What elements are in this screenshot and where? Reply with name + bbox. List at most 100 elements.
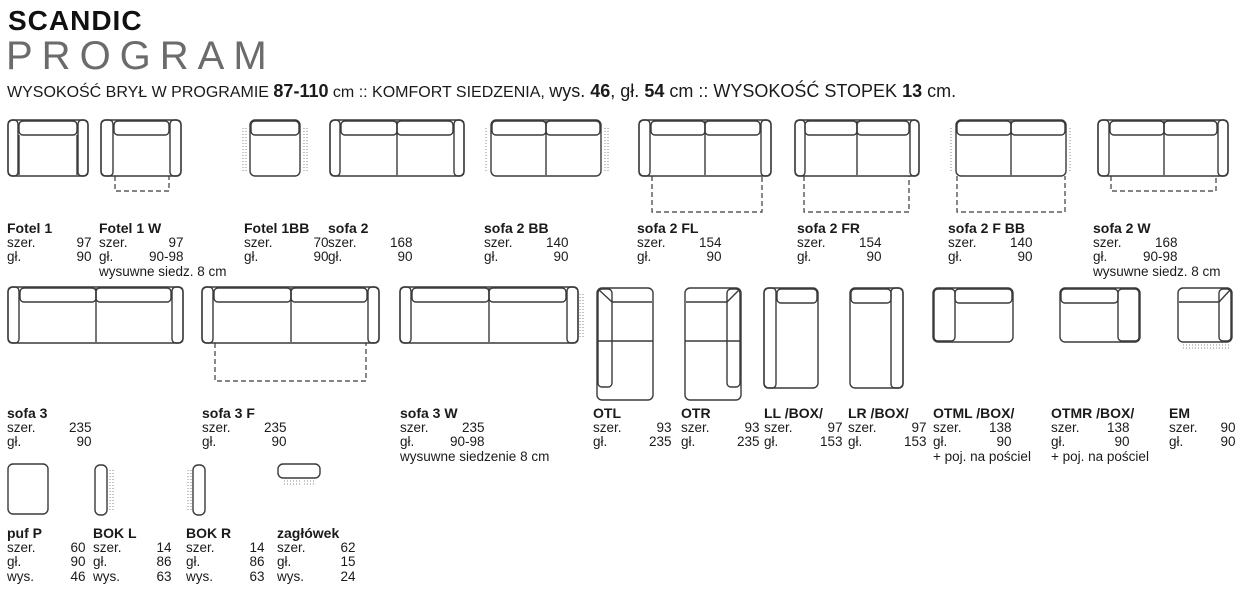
dimension-label: szer. [797,234,826,250]
dimension-label: szer. [1051,419,1080,435]
dimension-label: szer. [7,419,36,435]
sofa-2fbb-drawing [950,119,1071,213]
module-name: OTR [681,405,711,421]
dimension-label: szer. [933,419,962,435]
specs-seat-depth: 54 [644,81,665,101]
module-name: sofa 2 [328,220,369,236]
sofa-2fl-drawing [638,119,772,213]
sofa-3-drawing [7,286,184,344]
fotel-1-drawing [7,119,89,177]
dimension-value: 90 [996,434,1012,449]
dimension-value: 140 [1009,234,1033,250]
otml-box-drawing [932,287,1014,343]
dimension-label: gł. [202,434,217,449]
dimension-value: 90 [866,249,882,264]
dimension-label: gł. [637,249,652,264]
dimension-label: gł. [593,434,608,449]
module-name: OTMR /BOX/ [1051,405,1135,421]
dimension-value: 235 [736,434,760,449]
dimension-label: szer. [93,539,122,555]
dimension-value: 24 [340,568,356,584]
dimension-value: 235 [461,419,485,435]
dimension-label: gł. [244,249,259,264]
dimension-label: gł. [400,434,415,449]
dimension-label: szer. [244,234,273,250]
dimension-value: 90 [397,249,413,264]
specs-seat-height: 46 [590,81,611,101]
otmr-box-drawing [1059,287,1141,343]
dimension-value: 154 [698,234,722,250]
module-name: Fotel 1BB [244,220,310,236]
dimension-value: 90 [1220,434,1236,449]
module-note: wysuwne siedz. 8 cm [99,263,227,279]
dimension-label: gł. [93,554,108,569]
module-name: LR /BOX/ [848,405,909,421]
dimension-value: 46 [70,568,86,584]
dimension-value: 235 [68,419,92,435]
dimension-value: 93 [744,419,760,435]
module-name: Fotel 1 [7,220,53,236]
dimension-value: 90 [706,249,722,264]
dimension-label: gł. [99,249,114,264]
dimension-value: 93 [656,419,672,435]
dimension-label: gł. [277,554,292,569]
module-name: sofa 2 FR [797,220,861,236]
dimension-label: szer. [484,234,513,250]
dimension-label: gł. [848,434,863,449]
sofa-2bb-drawing [485,119,609,177]
module-note: + poj. na pościel [933,448,1031,464]
dimension-label: wys. [93,568,120,584]
module-name: sofa 3 W [400,405,458,421]
specs-text-4: , gł. [610,81,645,101]
dimension-value: 97 [76,234,92,250]
puf-p-drawing [7,463,49,515]
dimension-value: 90 [313,249,329,264]
dimension-value: 235 [648,434,672,449]
dimension-label: szer. [1093,234,1122,250]
module-name: sofa 2 BB [484,220,549,236]
dimension-label: gł. [484,249,499,264]
dimension-label: gł. [764,434,779,449]
dimension-label: wys. [277,568,304,584]
specs-text-6: cm. [922,81,957,101]
dimension-label: gł. [681,434,696,449]
dimension-value: 168 [389,234,413,250]
dimension-label: szer. [637,234,666,250]
specs-text-2: cm :: KOMFORT SIEDZENIA, [328,84,550,101]
dimension-value: 90 [76,434,92,449]
dimension-label: szer. [681,419,710,435]
sofa-2fr-drawing [794,119,920,213]
dimension-value: 154 [858,234,882,250]
dimension-value: 60 [70,539,86,555]
specs-feet-height: 13 [902,81,923,101]
module-name: BOK R [186,525,232,541]
bok-l-drawing [94,464,114,516]
dimension-value: 90 [70,554,86,569]
module-dimensions: szer. 93 gł. 235 [681,419,760,450]
module-note: + poj. na pościel [1051,448,1149,464]
dimension-value: 63 [249,568,265,584]
dimension-value: 90 [271,434,287,449]
specs-text-3: wys. [549,81,591,101]
